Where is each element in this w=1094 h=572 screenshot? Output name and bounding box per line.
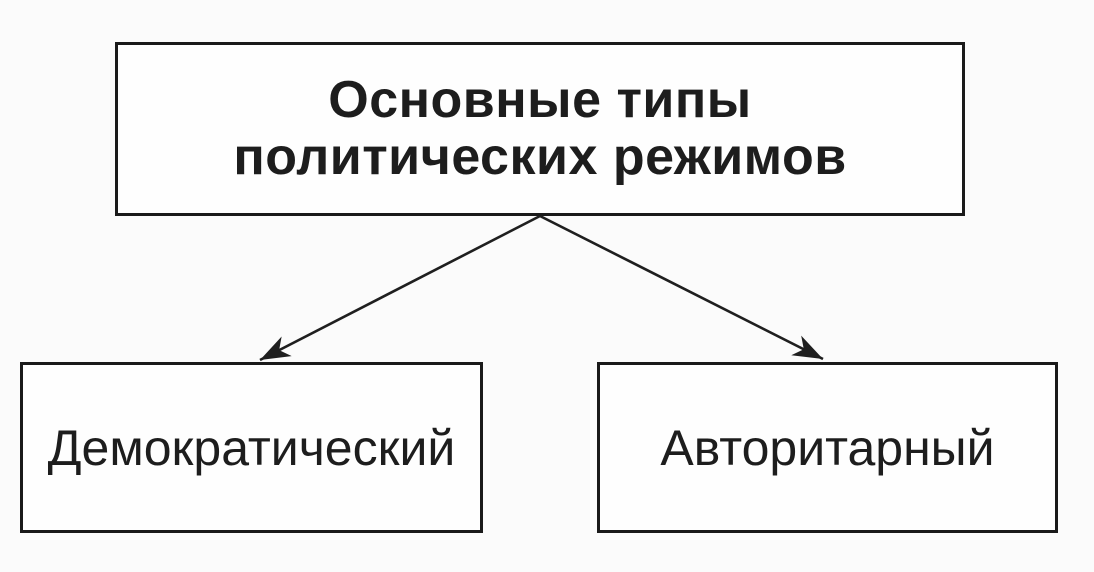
node-authoritarian: Авторитарный [597, 362, 1058, 533]
node-root-label-line1: Основные типы [328, 71, 752, 129]
node-root-label-line2: политических режимов [233, 128, 847, 186]
node-democratic-label: Демократический [47, 419, 456, 476]
arrow-root-to-democratic [259, 214, 541, 362]
node-authoritarian-label: Авторитарный [660, 419, 995, 476]
node-democratic: Демократический [20, 362, 483, 533]
node-root: Основные типы политических режимов [115, 42, 965, 216]
arrow-root-to-authoritarian [539, 214, 824, 361]
node-root-label: Основные типы политических режимов [233, 72, 846, 186]
